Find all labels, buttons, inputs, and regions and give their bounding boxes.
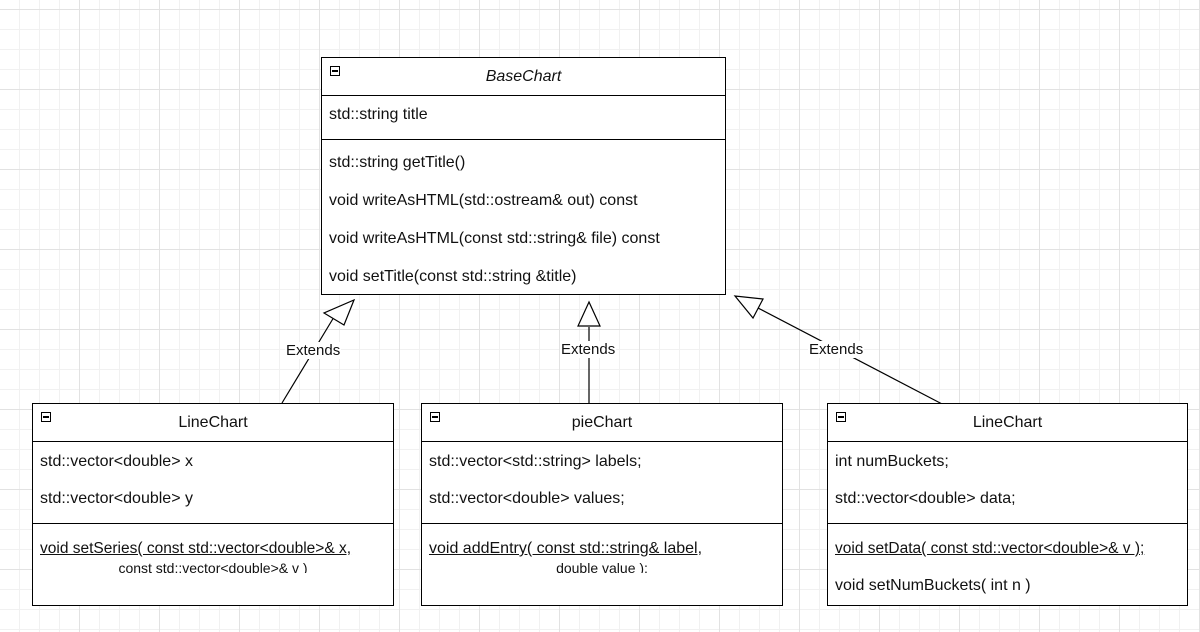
attribute: std::vector<double> values; [429, 490, 625, 507]
left-extends-label: Extends [285, 342, 342, 359]
attribute: std::vector<std::string> labels; [429, 453, 642, 470]
middle-extends-label: Extends [560, 341, 617, 358]
class-name: BaseChart [485, 68, 562, 85]
attribute: std::string title [329, 106, 428, 123]
attribute: std::vector<double> y [40, 490, 193, 507]
right-inheritance-arrowhead [733, 295, 764, 320]
method: void writeAsHTML(std::ostream& out) cons… [329, 192, 638, 209]
left-extends-line [281, 316, 335, 404]
class-name: LineChart [972, 414, 1043, 431]
method: void setNumBuckets( int n ) [835, 577, 1031, 594]
method: std::string getTitle() [329, 154, 466, 171]
method: void writeAsHTML(const std::string& file… [329, 230, 660, 247]
attribute: std::vector<double> x [40, 453, 193, 470]
method: void setTitle(const std::string &title) [329, 268, 577, 285]
middle-inheritance-arrowhead [577, 300, 601, 327]
left-inheritance-arrowhead [322, 298, 356, 326]
collapse-icon[interactable] [836, 412, 846, 422]
collapse-icon[interactable] [330, 66, 340, 76]
linechart-class-left[interactable]: LineChart std::vector<double> x std::vec… [32, 403, 394, 606]
piechart-class[interactable]: pieChart std::vector<std::string> labels… [421, 403, 783, 606]
attribute: std::vector<double> data; [835, 490, 1016, 507]
method: void setData( const std::vector<double>&… [835, 540, 1145, 557]
method-continuation: double value ); [556, 561, 648, 573]
class-name: LineChart [178, 414, 248, 431]
method: void setSeries( const std::vector<double… [40, 540, 352, 557]
right-extends-label: Extends [808, 341, 865, 358]
collapse-icon[interactable] [41, 412, 51, 422]
class-name: pieChart [571, 414, 633, 431]
attribute: int numBuckets; [835, 453, 949, 470]
method-continuation: const std::vector<double>& v ) [118, 561, 308, 573]
collapse-icon[interactable] [430, 412, 440, 422]
linechart-class-right[interactable]: LineChart int numBuckets; std::vector<do… [827, 403, 1188, 606]
method: void addEntry( const std::string& label, [429, 540, 703, 557]
basechart-class[interactable]: BaseChart std::string title std::string … [321, 57, 726, 295]
